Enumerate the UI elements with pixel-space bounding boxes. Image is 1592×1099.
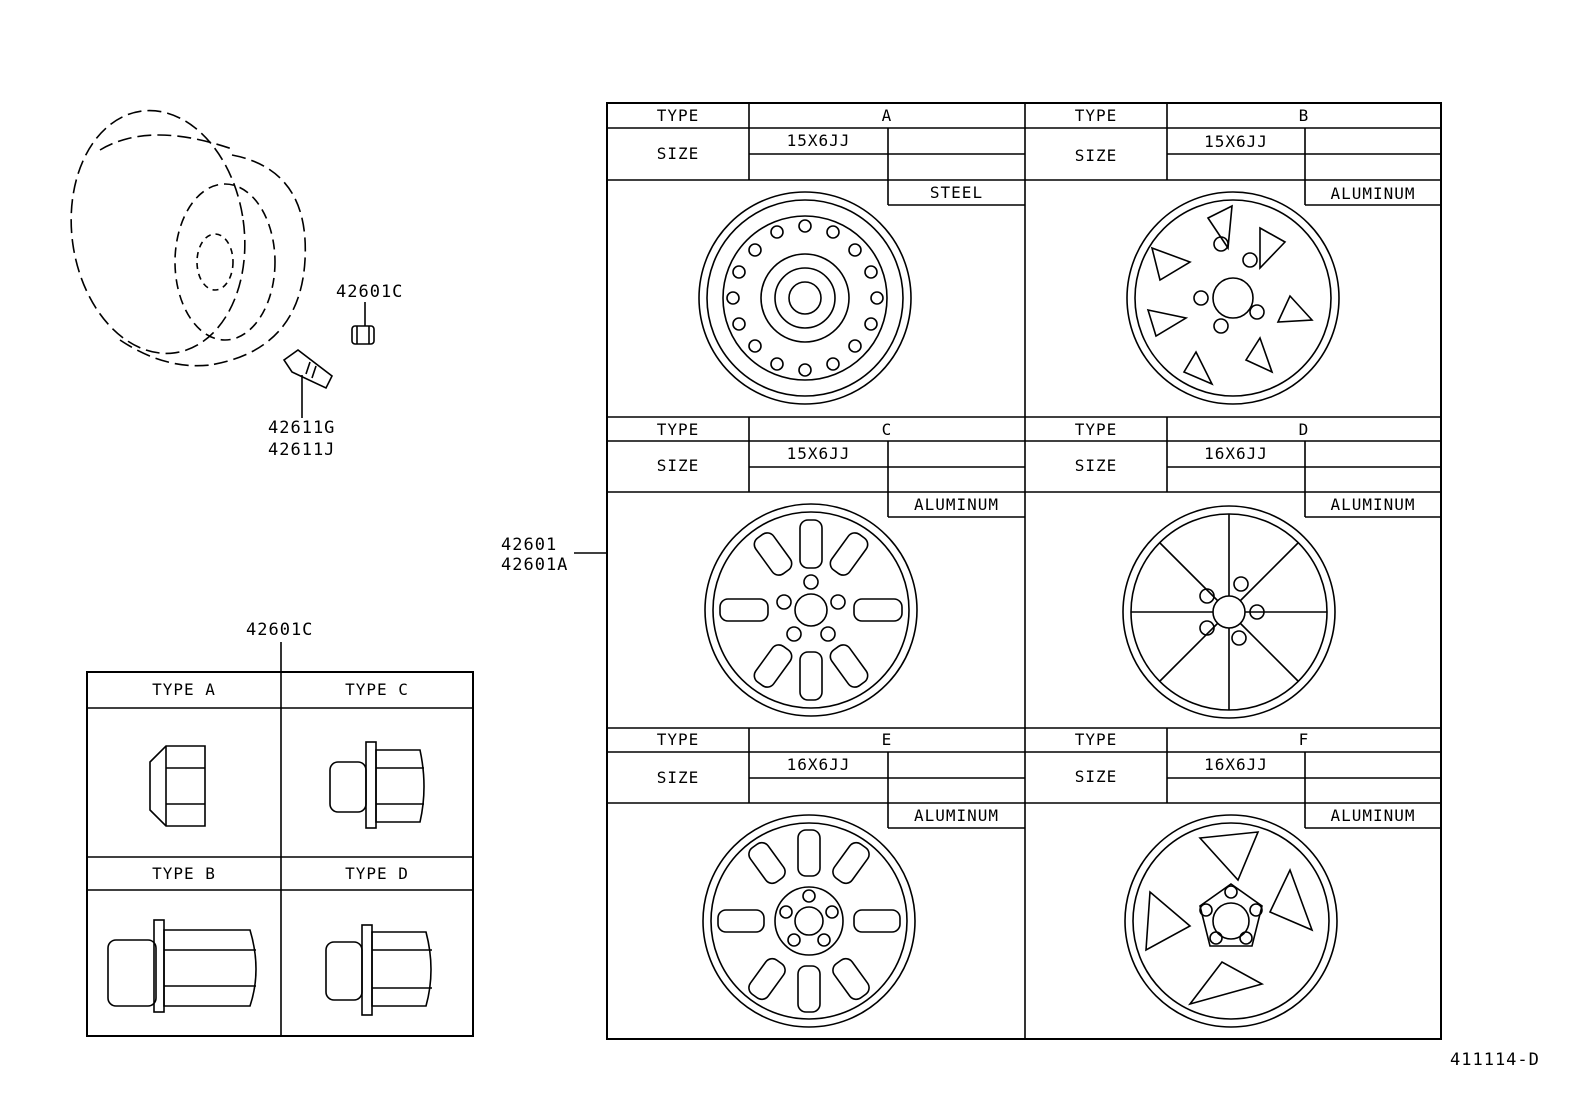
wheel-a-material: STEEL [929, 183, 984, 202]
wheel-e-material: ALUMINUM [913, 806, 1000, 825]
nut-type-d-label: TYPE D [345, 864, 409, 883]
wheel-c-material: ALUMINUM [913, 495, 1000, 514]
lug-nut-type-c-drawing [329, 741, 425, 829]
wheel-d-type: D [1298, 420, 1310, 439]
tire-assembly-drawing [70, 109, 307, 367]
wheel-c-type: C [881, 420, 893, 439]
wheel-e-size: 16X6JJ [786, 755, 851, 774]
wheel-a-drawing [698, 191, 912, 405]
wheel-e-type: E [881, 730, 893, 749]
type-header: TYPE [1074, 106, 1118, 125]
nut-type-b-label: TYPE B [152, 864, 216, 883]
wheel-f-type: F [1298, 730, 1310, 749]
type-header: TYPE [1074, 420, 1118, 439]
wheel-b-size: 15X6JJ [1204, 132, 1268, 151]
wheel-d-size: 16X6JJ [1204, 444, 1268, 463]
valve-stem-callout-2: 42611J [268, 440, 336, 460]
size-header: SIZE [1074, 456, 1118, 475]
size-header: SIZE [656, 456, 700, 475]
wheel-c-drawing [704, 503, 918, 717]
lug-nut-type-b-drawing [107, 919, 257, 1013]
wheel-f-size: 16X6JJ [1204, 755, 1268, 774]
wheel-f-drawing [1124, 814, 1338, 1028]
wheel-table-grid [606, 102, 1442, 1040]
wheel-f-material: ALUMINUM [1330, 806, 1416, 825]
wheel-c-size: 15X6JJ [786, 444, 851, 463]
wheel-b-material: ALUMINUM [1330, 184, 1416, 203]
valve-stem-callout-1: 42611G [268, 418, 336, 438]
type-header: TYPE [656, 420, 700, 439]
nut-type-a-label: TYPE A [152, 680, 216, 699]
wheel-a-type: A [881, 106, 893, 125]
valve-cap-callout: 42601C [336, 282, 404, 302]
wheel-callout-1: 42601 [501, 535, 558, 555]
nut-group-callout: 42601C [246, 620, 314, 640]
wheel-callout-2: 42601A [501, 555, 569, 575]
nut-table-grid [86, 642, 474, 1037]
wheel-d-drawing [1122, 505, 1336, 719]
wheel-b-drawing [1126, 191, 1340, 405]
size-header: SIZE [656, 144, 700, 163]
valve-cap-drawing [351, 325, 375, 345]
size-header: SIZE [1074, 767, 1118, 786]
wheel-a-size: 15X6JJ [786, 131, 851, 150]
drawing-number: 411114-D [1450, 1050, 1540, 1070]
wheel-d-material: ALUMINUM [1330, 495, 1416, 514]
type-header: TYPE [656, 106, 700, 125]
size-header: SIZE [656, 768, 700, 787]
type-header: TYPE [656, 730, 700, 749]
wheel-e-drawing [702, 814, 916, 1028]
wheel-b-type: B [1298, 106, 1310, 125]
lug-nut-type-d-drawing [325, 924, 432, 1016]
lug-nut-type-a-drawing [149, 745, 206, 827]
type-header: TYPE [1074, 730, 1118, 749]
size-header: SIZE [1074, 146, 1118, 165]
valve-stem-drawing [282, 349, 334, 390]
nut-type-c-label: TYPE C [345, 680, 409, 699]
